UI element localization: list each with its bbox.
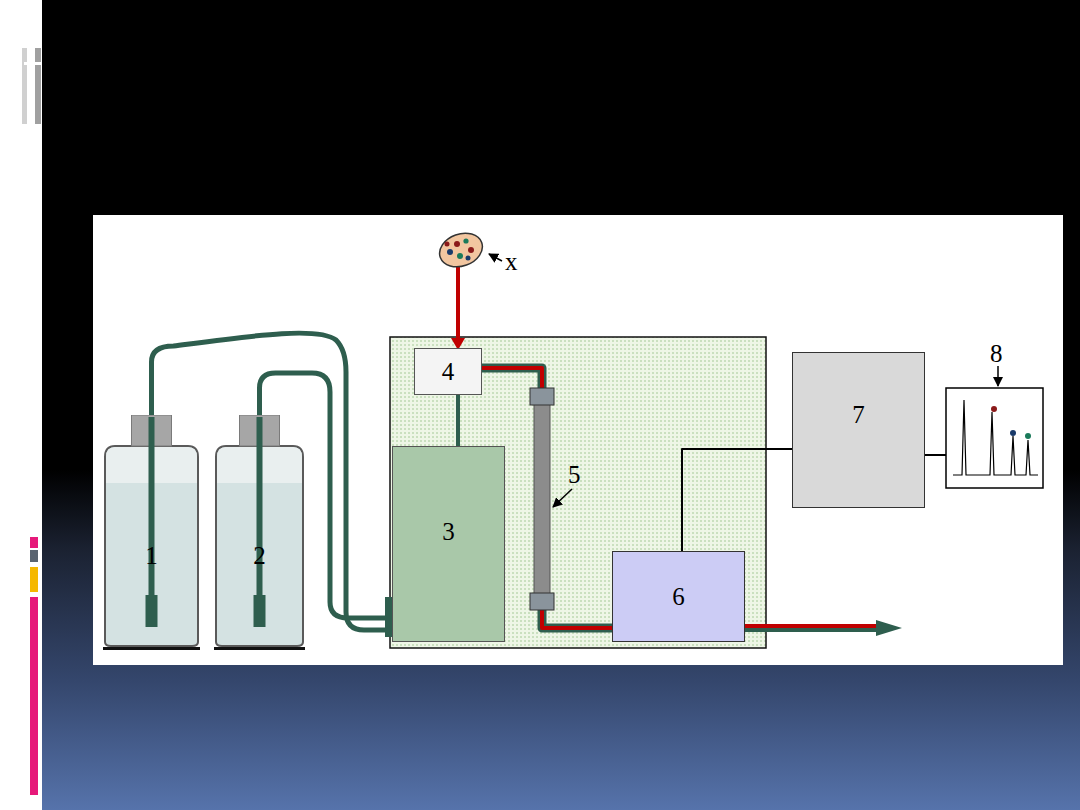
node-number: 4 (442, 358, 455, 386)
diagram-panel (93, 215, 1063, 665)
accent-bars (30, 537, 38, 795)
slide-logo (22, 48, 42, 124)
callout-number: 5 (568, 462, 581, 487)
recorder-box: 7 (792, 352, 925, 508)
node-number: 3 (442, 518, 455, 546)
solvent-bottle: 1 (103, 415, 200, 650)
node-number: 1 (145, 542, 158, 570)
callout-number: 8 (990, 341, 1003, 366)
pump-box: 3 (392, 446, 505, 642)
connector (682, 449, 792, 551)
instrument-housing (390, 337, 766, 648)
injector-box: 4 (414, 348, 482, 395)
node-number: 6 (672, 583, 685, 611)
bottle-outline (214, 415, 305, 650)
chromatogram (925, 388, 1043, 488)
solvent-bottle: 2 (214, 415, 305, 650)
outlet-arrow (745, 620, 902, 636)
node-number: 2 (253, 542, 266, 570)
column (530, 388, 554, 610)
node-number: 7 (852, 401, 865, 429)
leader-line (997, 366, 999, 386)
detector-box: 6 (612, 551, 745, 642)
connector (458, 395, 459, 446)
connector-stroke (456, 395, 460, 446)
sample-icon (435, 227, 487, 350)
leader-line (489, 254, 502, 261)
callout-letter: x (505, 249, 518, 274)
bottle-outline (103, 415, 200, 650)
connector-stroke (682, 449, 792, 551)
leader-line (553, 489, 572, 507)
